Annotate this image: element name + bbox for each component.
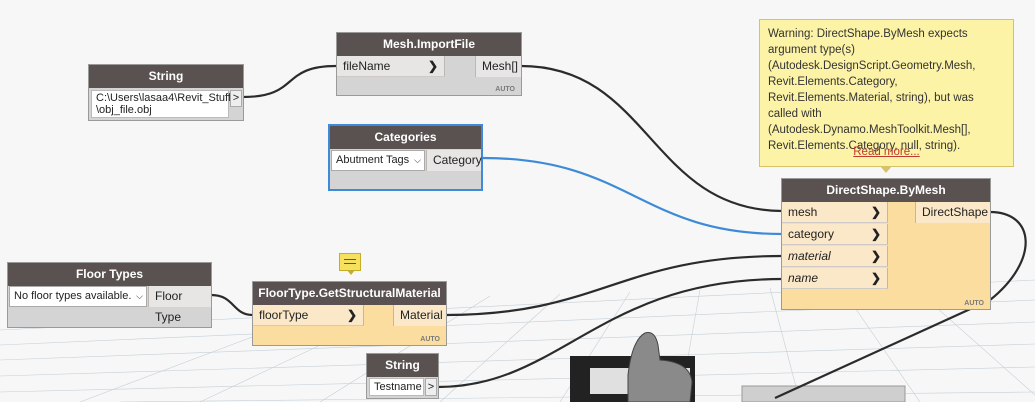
port-label: category bbox=[788, 227, 835, 241]
node-title: Categories bbox=[330, 126, 481, 149]
connector-wires bbox=[210, 64, 1027, 400]
output-port-material[interactable]: Material bbox=[393, 305, 446, 326]
node-title: Mesh.ImportFile bbox=[337, 33, 521, 56]
port-label: Floor Type bbox=[155, 289, 183, 324]
warning-text: Warning: DirectShape.ByMesh expects argu… bbox=[768, 28, 976, 152]
dropdown-value: Abutment Tags bbox=[336, 154, 410, 166]
floor-grid bbox=[0, 279, 1035, 402]
categories-node[interactable]: Categories Abutment Tags ⌵ Category bbox=[328, 124, 483, 191]
output-port-mesh[interactable]: Mesh[] bbox=[475, 56, 521, 77]
lacing-label: AUTO bbox=[964, 300, 984, 307]
port-label: Category bbox=[433, 153, 482, 167]
warning-tooltip: Warning: DirectShape.ByMesh expects argu… bbox=[759, 19, 1014, 167]
input-port-filename[interactable]: fileName ❯ bbox=[337, 56, 445, 77]
port-label: DirectShape bbox=[922, 205, 989, 219]
string-name-node[interactable]: String Testname > bbox=[366, 353, 439, 399]
output-port-category[interactable]: Category bbox=[426, 150, 482, 171]
port-label: Material bbox=[400, 308, 443, 322]
port-label: mesh bbox=[788, 205, 818, 219]
port-label: Mesh[] bbox=[482, 59, 519, 73]
chevron-right-icon: ❯ bbox=[870, 271, 881, 285]
floor-types-node[interactable]: Floor Types No floor types available. ⌵ … bbox=[7, 262, 212, 328]
node-title: String bbox=[89, 65, 243, 88]
category-dropdown[interactable]: Abutment Tags ⌵ bbox=[331, 150, 425, 171]
directshape-bymesh-node[interactable]: DirectShape.ByMesh mesh ❯ category ❯ mat… bbox=[781, 178, 991, 310]
lacing-label: AUTO bbox=[495, 86, 515, 93]
chevron-right-icon: ❯ bbox=[427, 59, 438, 73]
input-port-name[interactable]: name ❯ bbox=[782, 268, 888, 289]
output-port[interactable]: > bbox=[425, 378, 437, 396]
tooltip-pointer bbox=[880, 166, 892, 173]
chevron-down-icon: ⌵ bbox=[136, 291, 143, 301]
port-label: fileName bbox=[343, 59, 391, 73]
floor-type-dropdown[interactable]: No floor types available. ⌵ bbox=[9, 286, 147, 307]
string-name-input[interactable]: Testname bbox=[369, 378, 424, 396]
port-label: floorType bbox=[259, 308, 309, 322]
node-title: FloorType.GetStructuralMaterial bbox=[253, 282, 446, 305]
note-icon[interactable] bbox=[339, 253, 361, 275]
chevron-right-icon: ❯ bbox=[870, 227, 881, 241]
string-path-line1: C:\Users\lasaa4\Revit_Stuff bbox=[96, 92, 231, 104]
node-title: Floor Types bbox=[8, 263, 211, 286]
chevron-down-icon: ⌵ bbox=[414, 155, 421, 165]
preview-geometry bbox=[570, 332, 906, 402]
chevron-right-icon: ❯ bbox=[870, 205, 881, 219]
string-path-node[interactable]: String C:\Users\lasaa4\Revit_Stuff \obj_… bbox=[88, 64, 244, 121]
port-label: material bbox=[788, 249, 831, 263]
lacing-label: AUTO bbox=[420, 336, 440, 343]
output-port-directshape[interactable]: DirectShape bbox=[915, 202, 990, 223]
input-port-mesh[interactable]: mesh ❯ bbox=[782, 202, 888, 223]
floortype-getstructuralmaterial-node[interactable]: FloorType.GetStructuralMaterial floorTyp… bbox=[252, 281, 447, 346]
node-title: String bbox=[367, 354, 438, 377]
string-path-line2: \obj_file.obj bbox=[96, 104, 152, 116]
input-port-category[interactable]: category ❯ bbox=[782, 224, 888, 245]
input-port-material[interactable]: material ❯ bbox=[782, 246, 888, 267]
chevron-right-icon: ❯ bbox=[346, 308, 357, 322]
string-path-input[interactable]: C:\Users\lasaa4\Revit_Stuff \obj_file.ob… bbox=[91, 90, 231, 118]
node-title: DirectShape.ByMesh bbox=[782, 179, 990, 202]
input-port-floortype[interactable]: floorType ❯ bbox=[253, 305, 364, 326]
dropdown-value: No floor types available. bbox=[14, 290, 132, 302]
read-more-link[interactable]: Read more... bbox=[853, 146, 920, 158]
mesh-importfile-node[interactable]: Mesh.ImportFile fileName ❯ Mesh[] AUTO bbox=[336, 32, 522, 96]
chevron-right-icon: ❯ bbox=[870, 249, 881, 263]
output-port[interactable]: > bbox=[230, 90, 242, 107]
output-port-floortype[interactable]: Floor Type bbox=[148, 286, 211, 324]
port-label: name bbox=[788, 271, 819, 285]
